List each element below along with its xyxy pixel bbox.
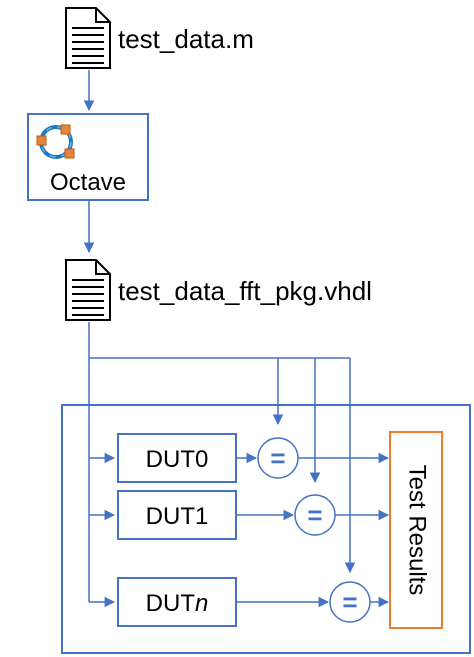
- octave-logo-icon: [36, 124, 75, 159]
- comparator-0-symbol: =: [270, 443, 285, 473]
- input-file-icon: [65, 7, 111, 69]
- dut-label-n: DUTn: [146, 590, 209, 617]
- comparator-1-symbol: =: [307, 500, 322, 530]
- octave-label: Octave: [50, 169, 126, 196]
- test-results-label: Test Results: [404, 465, 431, 596]
- dut-output-arrows: [236, 452, 330, 608]
- output-file-icon: [65, 259, 111, 321]
- input-file-name: test_data.m: [118, 24, 254, 54]
- comparator-n-symbol: =: [342, 587, 357, 617]
- octave-box: [27, 113, 149, 201]
- dut-label-1: DUT1: [146, 503, 209, 530]
- dut-box-n: [117, 577, 237, 627]
- distribution-lines: [88, 322, 356, 608]
- testbench-container: [61, 404, 471, 654]
- output-file-name: test_data_fft_pkg.vhdl: [118, 276, 372, 306]
- comparator-output-arrows: [298, 452, 390, 608]
- dut-label-0: DUT0: [146, 446, 209, 473]
- test-results-box: [389, 431, 443, 629]
